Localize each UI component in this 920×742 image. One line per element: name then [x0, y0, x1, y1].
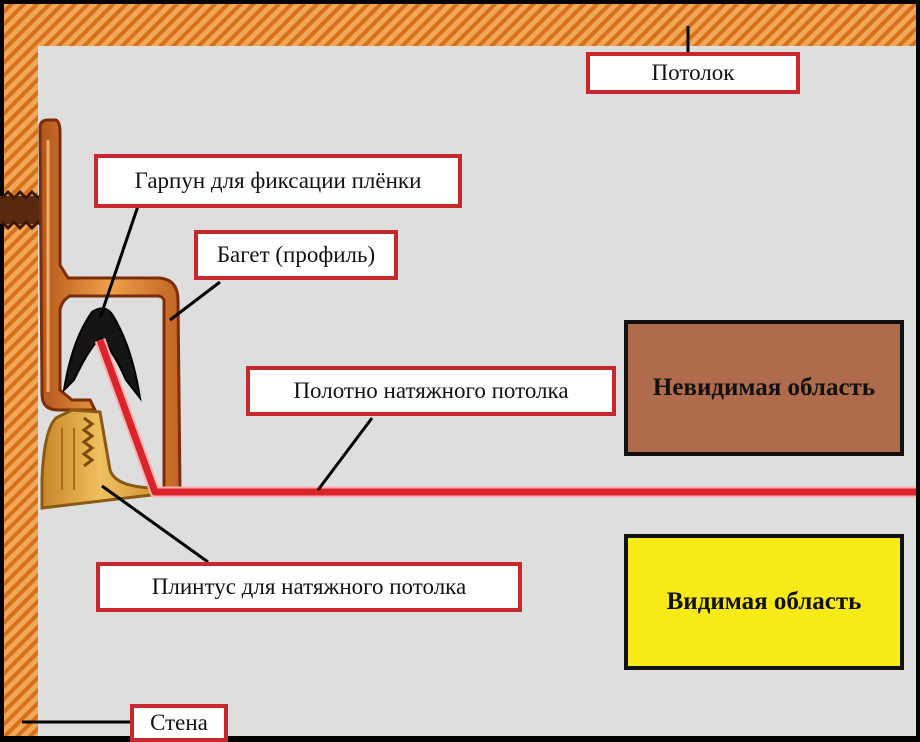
ceiling-film: [94, 338, 916, 498]
label-wall: Стена: [130, 704, 228, 742]
leader-canvas: [316, 417, 374, 491]
label-canvas: Полотно натяжного потолка: [246, 366, 616, 416]
leader-harpoon: [98, 205, 140, 319]
zone-visible: Видимая область: [624, 534, 904, 670]
label-ceiling: Потолок: [586, 52, 800, 94]
plinth: [40, 408, 165, 510]
baguette-profile: [38, 118, 182, 492]
ceiling-hatch: [4, 4, 916, 46]
leader-baguette: [169, 280, 221, 322]
wall-hatch: [4, 4, 38, 736]
label-harpoon: Гарпун для фиксации плёнки: [94, 154, 462, 208]
leader-plinth: [101, 484, 209, 564]
zone-invisible: Невидимая область: [624, 320, 904, 456]
harpoon-icon: [62, 307, 142, 402]
label-plinth: Плинтус для натяжного потолка: [96, 562, 522, 612]
leader-lines: [22, 26, 690, 724]
label-baguette: Багет (профиль): [194, 230, 398, 280]
